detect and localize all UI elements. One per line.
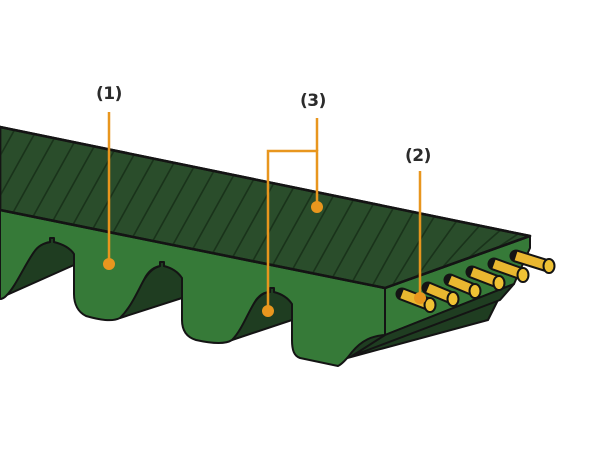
callout-line-3 [266, 149, 319, 311]
cord-5 [487, 257, 530, 283]
cord-6 [509, 249, 556, 274]
callout-dot-1 [103, 258, 115, 270]
label-3: (3) [300, 91, 326, 111]
belt-top-surface [0, 125, 532, 290]
callout-dot-3b [262, 305, 274, 317]
label-1: (1) [96, 84, 122, 104]
cord-3 [443, 273, 482, 299]
cord-4 [465, 265, 506, 291]
belt-side-face [0, 209, 386, 367]
label-2: (2) [405, 146, 431, 166]
belt-end-lower [351, 283, 515, 357]
callout-dot-2 [414, 292, 426, 304]
callouts [107, 112, 422, 311]
callout-dot-3a [311, 201, 323, 213]
cord-2 [421, 281, 460, 307]
